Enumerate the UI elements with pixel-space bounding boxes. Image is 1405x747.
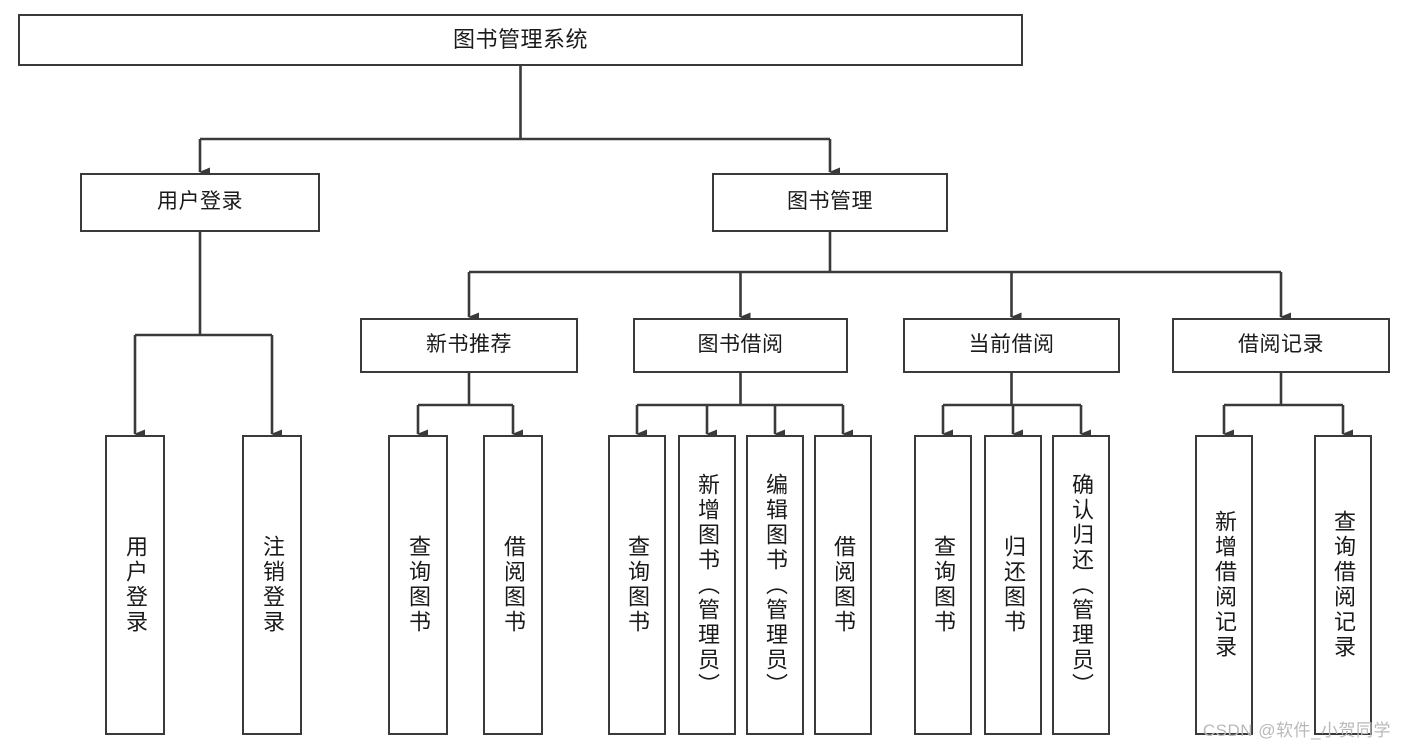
node-label-book-borrow: 图书借阅 (697, 333, 784, 357)
node-leaf-borrow-book[interactable]: 借阅图书 (814, 435, 872, 735)
node-label-leaf-borrow-book-rec: 借阅图书 (501, 535, 526, 635)
node-current-borrow[interactable]: 当前借阅 (903, 318, 1120, 373)
node-label-leaf-query-book-rec: 查询图书 (406, 535, 431, 635)
node-label-leaf-add-book: 新增图书（管理员） (695, 472, 720, 698)
node-leaf-logout[interactable]: 注销登录 (242, 435, 302, 735)
node-label-leaf-confirm-return: 确认归还（管理员） (1069, 472, 1094, 698)
node-label-leaf-add-record: 新增借阅记录 (1212, 510, 1237, 660)
node-label-borrow-record: 借阅记录 (1238, 333, 1324, 357)
node-label-leaf-user-login: 用户登录 (123, 535, 148, 635)
node-label-root: 图书管理系统 (452, 27, 588, 53)
node-label-book-management: 图书管理 (787, 190, 873, 214)
node-label-leaf-query-book-cur: 查询图书 (931, 535, 956, 635)
node-user-login[interactable]: 用户登录 (80, 173, 320, 232)
node-leaf-borrow-book-rec[interactable]: 借阅图书 (483, 435, 543, 735)
node-label-user-login: 用户登录 (157, 190, 243, 214)
node-label-leaf-edit-book: 编辑图书（管理员） (763, 472, 788, 698)
node-leaf-query-book-cur[interactable]: 查询图书 (914, 435, 972, 735)
node-leaf-add-book[interactable]: 新增图书（管理员） (678, 435, 736, 735)
node-leaf-query-record[interactable]: 查询借阅记录 (1314, 435, 1372, 735)
node-label-leaf-logout: 注销登录 (260, 535, 285, 635)
node-label-leaf-query-record: 查询借阅记录 (1331, 510, 1356, 660)
connector-lines (133, 66, 1353, 439)
node-label-leaf-return-book: 归还图书 (1001, 535, 1026, 635)
node-leaf-return-book[interactable]: 归还图书 (984, 435, 1042, 735)
node-book-management[interactable]: 图书管理 (712, 173, 948, 232)
node-leaf-query-book-rec[interactable]: 查询图书 (388, 435, 448, 735)
node-new-book-recommend[interactable]: 新书推荐 (360, 318, 578, 373)
node-leaf-edit-book[interactable]: 编辑图书（管理员） (746, 435, 804, 735)
node-leaf-confirm-return[interactable]: 确认归还（管理员） (1052, 435, 1110, 735)
node-book-borrow[interactable]: 图书借阅 (633, 318, 848, 373)
node-leaf-add-record[interactable]: 新增借阅记录 (1195, 435, 1253, 735)
node-leaf-user-login[interactable]: 用户登录 (105, 435, 165, 735)
node-label-leaf-query-book-borrow: 查询图书 (625, 535, 650, 635)
node-borrow-record[interactable]: 借阅记录 (1172, 318, 1390, 373)
node-label-leaf-borrow-book: 借阅图书 (831, 535, 856, 635)
node-root[interactable]: 图书管理系统 (18, 14, 1023, 66)
node-label-new-book-recommend: 新书推荐 (426, 333, 512, 357)
node-label-current-borrow: 当前借阅 (968, 333, 1055, 357)
node-leaf-query-book-borrow[interactable]: 查询图书 (608, 435, 666, 735)
